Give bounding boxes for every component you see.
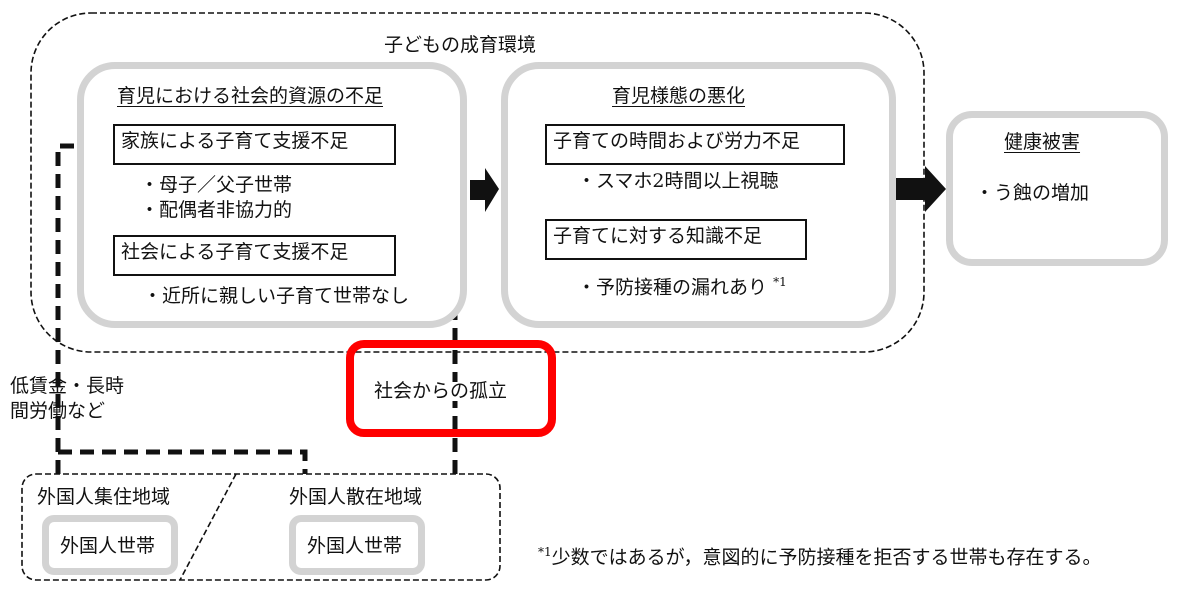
side-note-line-2: 間労働など	[10, 400, 106, 422]
bullet-spouse: ・配偶者非協力的	[140, 199, 293, 221]
bullet-neighbors: ・近所に親しい子育て世帯なし	[143, 285, 410, 307]
region-divider	[179, 473, 237, 581]
isolation-label: 社会からの孤立	[372, 380, 510, 402]
concentrated-area-title: 外国人集住地域	[37, 486, 171, 508]
outer-region-title: 子どもの成育環境	[384, 34, 537, 56]
left-panel-title: 育児における社会的資源の不足	[117, 85, 384, 107]
concentrated-household-box	[42, 515, 178, 575]
time-effort-box: 子育ての時間および労力不足	[545, 124, 845, 165]
middle-panel	[501, 62, 896, 328]
isolation-box	[346, 340, 556, 437]
block-arrow-to-right	[894, 166, 946, 212]
knowledge-box: 子育てに対する知識不足	[545, 219, 807, 260]
family-support-label: 家族による子育て支援不足	[121, 130, 349, 152]
dispersed-household-box	[289, 515, 425, 575]
path-bottom-connector	[58, 449, 308, 474]
footnote-ref: *1	[773, 275, 787, 289]
bottom-region-frame	[21, 473, 501, 581]
footnote-text: 少数ではあるが，意図的に予防接種を拒否する世帯も存在する。	[551, 546, 1102, 569]
left-panel	[77, 62, 467, 328]
bullet-vaccination: ・予防接種の漏れあり *1	[577, 276, 787, 297]
footnote-mark: *1	[538, 545, 552, 559]
society-support-box: 社会による子育て支援不足	[113, 235, 396, 276]
dispersed-household-label: 外国人世帯	[307, 535, 403, 557]
dispersed-area-title: 外国人散在地域	[289, 486, 423, 508]
middle-panel-title: 育児様態の悪化	[612, 85, 746, 107]
family-support-box: 家族による子育て支援不足	[113, 124, 396, 165]
society-support-label: 社会による子育て支援不足	[121, 241, 349, 263]
bullet-caries: ・う蝕の増加	[975, 182, 1090, 204]
bullet-smartphone: ・スマホ2時間以上視聴	[577, 170, 779, 192]
right-panel-title: 健康被害	[1004, 131, 1081, 153]
knowledge-label: 子育てに対する知識不足	[553, 225, 763, 247]
concentrated-household-label: 外国人世帯	[60, 535, 156, 557]
block-arrow-to-middle	[470, 168, 499, 212]
bullet-single-parent: ・母子／父子世帯	[140, 174, 293, 196]
right-panel	[946, 111, 1168, 266]
bullet-vaccination-text: ・予防接種の漏れあり	[577, 276, 768, 299]
time-effort-label: 子育ての時間および労力不足	[553, 130, 801, 152]
side-note-line-1: 低賃金・長時	[10, 375, 125, 397]
footnote: *1少数ではあるが，意図的に予防接種を拒否する世帯も存在する。	[538, 546, 1102, 567]
